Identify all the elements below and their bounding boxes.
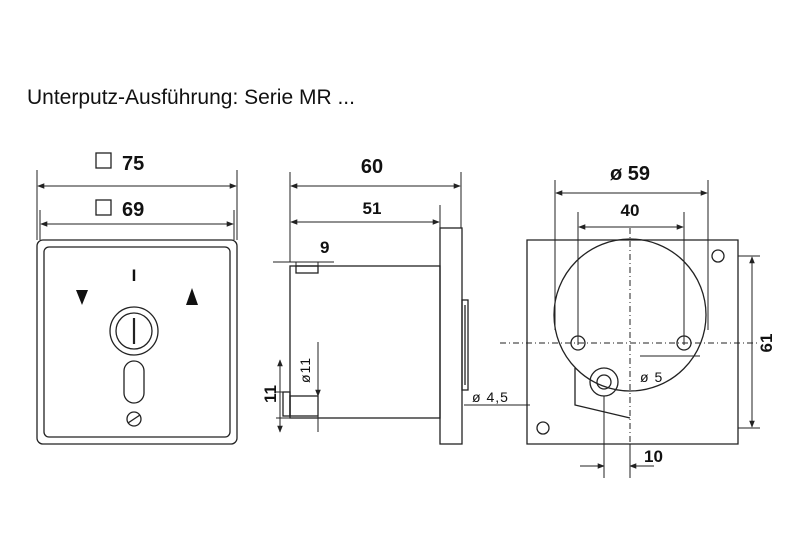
corner-hole-top — [711, 249, 725, 263]
bottom-stub — [282, 391, 291, 417]
rear-mounting-circle — [553, 238, 707, 392]
switch-body — [289, 265, 441, 419]
dim-label-11: 11 — [261, 385, 280, 403]
screw-icon — [126, 411, 142, 427]
dim-label-60: 60 — [361, 156, 383, 178]
dim-label-61: 61 — [757, 334, 776, 353]
dim-label-dia5: ø 5 — [640, 369, 663, 385]
front-plate-outer — [36, 239, 238, 445]
mounting-hole-right — [676, 335, 692, 351]
mark-center: I — [132, 266, 137, 285]
arrow-down-icon — [76, 290, 88, 305]
dim-label-69: 69 — [122, 199, 144, 221]
dim-label-dia4-5: ø 4,5 — [472, 389, 509, 405]
front-view: 75 69 I — [36, 152, 238, 445]
key-cylinder-outer — [109, 306, 159, 356]
front-plate-inner — [43, 246, 231, 438]
dim-label-dia11: ø11 — [297, 357, 313, 383]
corner-hole-bottom — [536, 421, 550, 435]
dim-label-10: 10 — [644, 447, 663, 466]
rear-base-plate — [526, 239, 739, 445]
mounting-hole-left — [570, 335, 586, 351]
key-cylinder-inner — [115, 312, 153, 350]
dim-label-dia59: ø 59 — [610, 163, 650, 185]
key-slot — [123, 360, 145, 404]
front-cylinder-profile — [461, 299, 469, 391]
square-symbol-icon — [95, 199, 112, 216]
dim-label-75: 75 — [122, 153, 144, 175]
side-view: 60 51 9 11 ø11 ø 4,5 — [261, 156, 530, 445]
rear-view: ø 59 40 ø 5 61 10 — [500, 163, 776, 478]
dim-label-51: 51 — [363, 199, 382, 218]
arrow-up-icon — [186, 288, 198, 305]
square-symbol-icon — [95, 152, 112, 169]
dim-label-9: 9 — [320, 238, 329, 257]
page-title: Unterputz-Ausführung: Serie MR ... — [27, 86, 355, 109]
mounting-tab — [295, 265, 319, 274]
front-flange — [439, 227, 463, 445]
dim-label-40: 40 — [621, 201, 640, 220]
cylinder-rear-inner — [596, 374, 612, 390]
